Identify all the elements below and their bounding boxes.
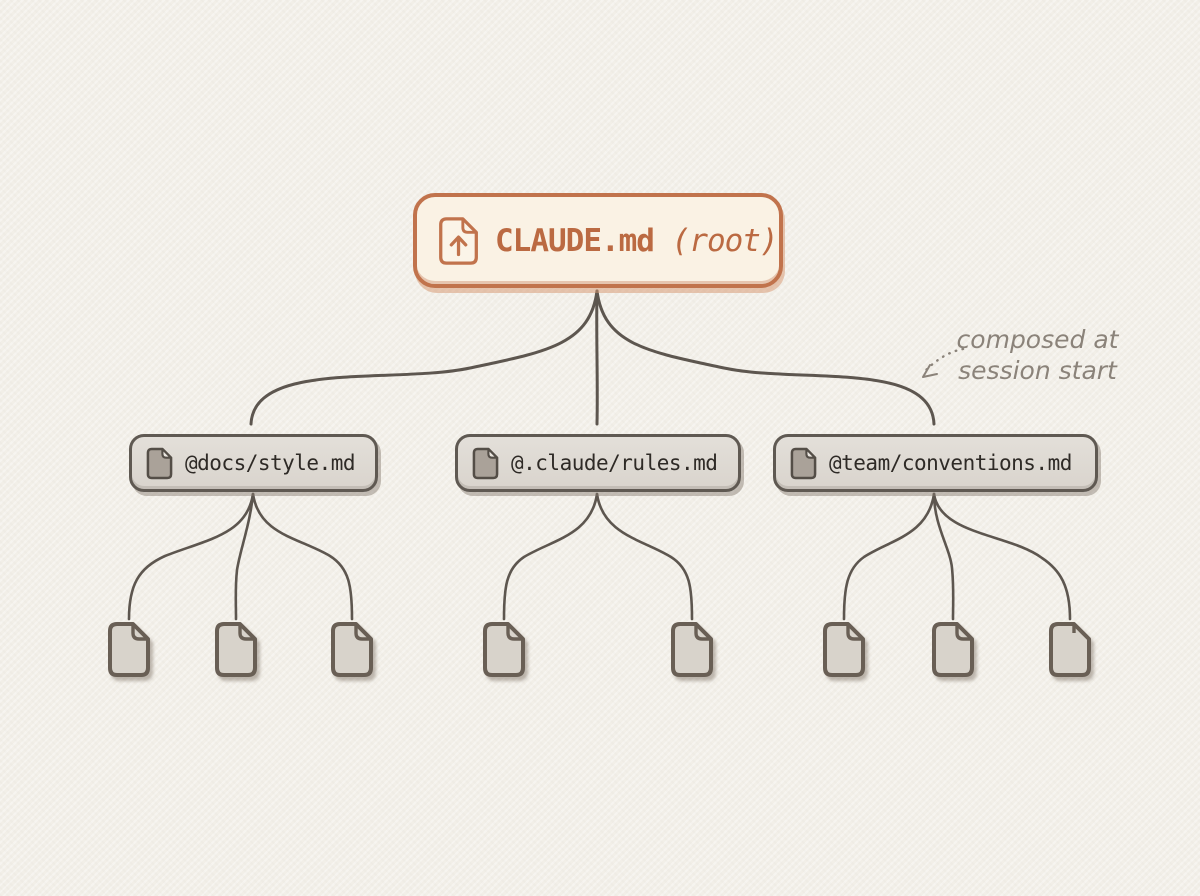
branch-root-to-child3 <box>595 289 936 426</box>
branch-child3-leaf1 <box>842 492 936 621</box>
root-branch-curves <box>249 289 936 426</box>
file-icon <box>671 622 713 677</box>
child-node-label: @.claude/rules.md <box>511 451 718 475</box>
branch-root-to-child1 <box>249 289 599 426</box>
branch-child1-leaf3 <box>251 492 354 621</box>
child-node-docs-style: @docs/style.md <box>129 434 378 492</box>
annotation-line-2: session start <box>958 356 1117 385</box>
child-node-label: @docs/style.md <box>185 451 356 475</box>
file-upload-icon <box>439 216 478 265</box>
branch-child3-leaf2 <box>932 492 955 621</box>
root-node-filename: CLAUDE.md <box>495 222 655 259</box>
branch-root-to-child2 <box>595 289 599 426</box>
dotted-arrow-down-left-icon <box>922 347 965 378</box>
root-node-label: CLAUDE.md (root) <box>495 222 779 259</box>
file-icon <box>1049 622 1091 677</box>
branch-child2-leaf2 <box>595 492 694 621</box>
annotation-composed-at-session-start: composed at session start <box>945 324 1130 386</box>
child-node-team-conventions: @team/conventions.md <box>773 434 1098 492</box>
file-icon <box>108 622 150 677</box>
file-icon <box>146 447 173 479</box>
branch-child3-leaf3 <box>932 492 1072 621</box>
leaf-branch-curves <box>127 492 1072 621</box>
root-node: CLAUDE.md (root) <box>413 193 783 288</box>
child-node-claude-rules: @.claude/rules.md <box>455 434 741 492</box>
file-icon <box>215 622 257 677</box>
branch-child1-leaf2 <box>234 492 255 621</box>
file-icon <box>483 622 525 677</box>
file-icon <box>932 622 974 677</box>
branch-child1-leaf1 <box>127 492 255 621</box>
file-icon <box>790 447 817 479</box>
file-icon <box>823 622 865 677</box>
file-icon <box>472 447 499 479</box>
child-node-label: @team/conventions.md <box>829 451 1072 475</box>
root-node-suffix: (root) <box>671 222 779 259</box>
annotation-line-1: composed at <box>956 325 1119 354</box>
branch-child2-leaf1 <box>502 492 599 621</box>
file-icon <box>331 622 373 677</box>
